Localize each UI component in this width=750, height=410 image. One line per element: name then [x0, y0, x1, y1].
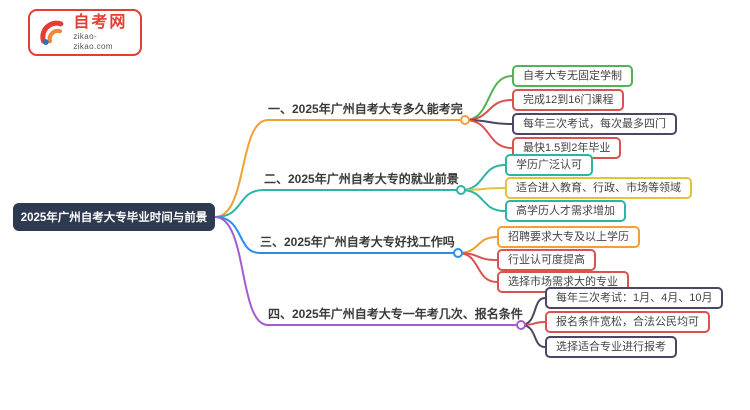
connector-line: [464, 119, 513, 149]
connector-line: [214, 216, 269, 326]
branch-connector-dot: [456, 185, 466, 195]
leaf-node: 每年三次考试：1月、4月、10月: [545, 287, 724, 309]
connector-line: [457, 252, 498, 283]
branch-connector-dot: [460, 115, 470, 125]
logo-icon: [40, 20, 64, 45]
logo-text: 自考网 zikao-zikao.com: [73, 13, 131, 52]
root-node: 2025年广州自考大专毕业时间与前景: [13, 203, 215, 231]
leaf-node: 自考大专无固定学制: [512, 65, 633, 87]
connector-line: [460, 164, 506, 191]
leaf-node: 选择适合专业进行报考: [545, 336, 677, 358]
branch-node-3: 三、2025年广州自考大专好找工作吗: [260, 233, 455, 254]
leaf-node: 适合进入教育、行政、市场等领域: [505, 177, 692, 199]
leaf-node: 高学历人才需求增加: [505, 200, 626, 222]
connector-line: [214, 119, 269, 218]
connector-line: [457, 236, 498, 254]
leaf-node: 学历广泛认可: [505, 154, 593, 176]
leaf-node: 行业认可度提高: [497, 249, 596, 271]
connector-line: [214, 216, 261, 254]
connector-line: [460, 189, 506, 212]
branch-connector-dot: [516, 320, 526, 330]
leaf-node: 每年三次考试，每次最多四门: [512, 113, 677, 135]
site-domain: zikao-zikao.com: [73, 32, 113, 51]
connector-line: [464, 99, 513, 121]
site-logo: 自考网 zikao-zikao.com: [28, 9, 142, 56]
site-name: 自考网: [73, 14, 128, 31]
connector-line: [464, 75, 513, 121]
leaf-node: 完成12到16门课程: [512, 89, 625, 111]
branch-connector-dot: [453, 248, 463, 258]
connector-line: [214, 189, 265, 218]
branch-node-1: 一、2025年广州自考大专多久能考完: [268, 100, 463, 121]
branch-node-4: 四、2025年广州自考大专一年考几次、报名条件: [268, 305, 523, 326]
leaf-node: 报名条件宽松，合法公民均可: [545, 311, 710, 333]
leaf-node: 招聘要求大专及以上学历: [497, 226, 640, 248]
branch-node-2: 二、2025年广州自考大专的就业前景: [264, 170, 459, 191]
